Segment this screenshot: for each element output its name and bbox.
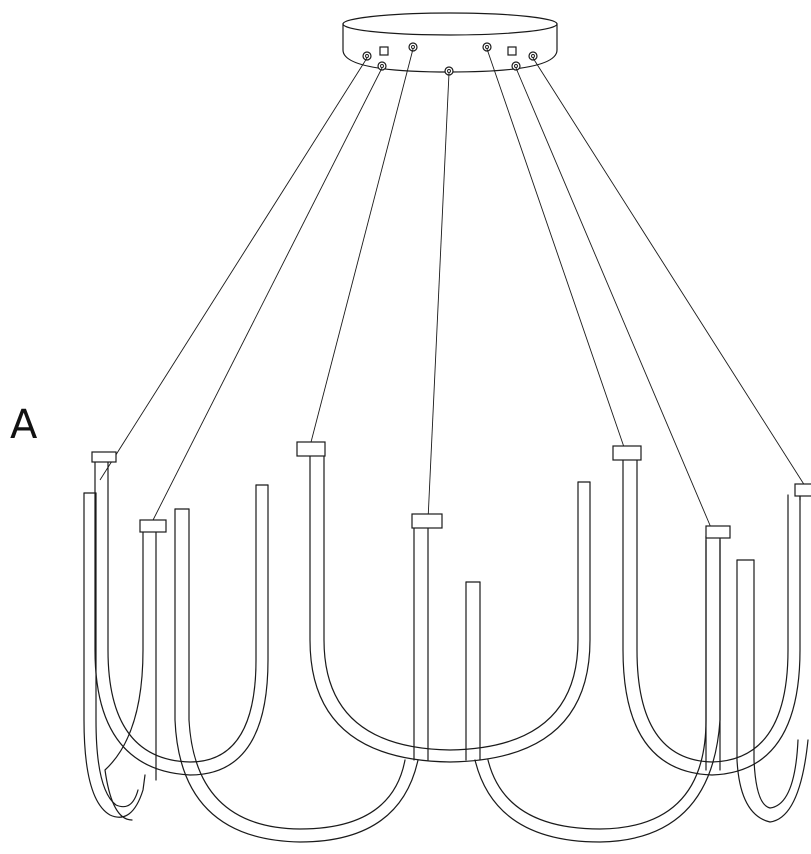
arc-right	[612, 445, 801, 776]
arc-lower-right	[474, 539, 721, 843]
canopy-screws	[362, 42, 538, 76]
suspension-cables	[99, 48, 806, 531]
arc-far-right	[794, 483, 811, 501]
arc-left-inner	[104, 519, 167, 821]
arc-right-inner	[705, 525, 809, 823]
arc-center-middle	[411, 513, 481, 761]
part-label: A	[10, 402, 38, 448]
ceiling-canopy	[342, 12, 558, 76]
arc-lower-left	[174, 508, 419, 843]
arc-outer-left	[83, 492, 146, 818]
arc-left	[91, 451, 269, 776]
arc-center	[296, 441, 591, 763]
